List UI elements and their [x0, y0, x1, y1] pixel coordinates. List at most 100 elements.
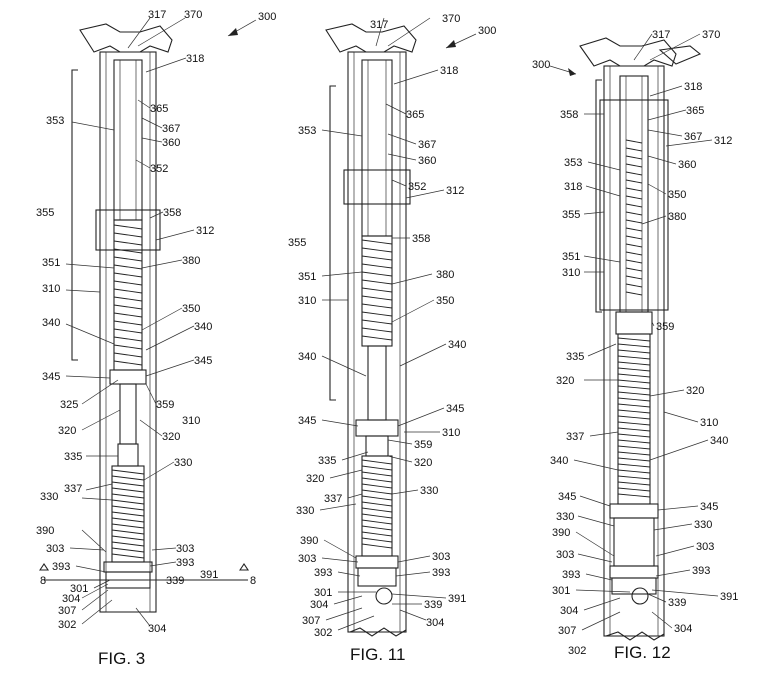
ref-label: 390 — [552, 527, 570, 539]
ref-label: 360 — [162, 137, 180, 149]
ref-label: 307 — [302, 615, 320, 627]
ref-label: 359 — [656, 321, 674, 333]
ref-label: 330 — [556, 511, 574, 523]
ref-label: 304 — [148, 623, 166, 635]
ref-label: 365 — [406, 109, 424, 121]
figure-caption: FIG. 3 — [98, 649, 145, 668]
ref-label: 330 — [174, 457, 192, 469]
ref-label: 303 — [46, 543, 64, 555]
figure-11-labels: 317 370 318 365 367 360 353 352 312 355 … — [288, 13, 496, 639]
ref-label: 304 — [310, 599, 328, 611]
ref-label: 310 — [182, 415, 200, 427]
spring-upper — [113, 219, 143, 371]
ref-label: 340 — [710, 435, 728, 447]
ref-label: 345 — [298, 415, 316, 427]
ref-label: 380 — [668, 211, 686, 223]
ref-label: 330 — [420, 485, 438, 497]
ref-label: 335 — [566, 351, 584, 363]
ref-label: 340 — [550, 455, 568, 467]
ref-label: 391 — [720, 591, 738, 603]
ref-label: 301 — [70, 583, 88, 595]
ref-label: 359 — [414, 439, 432, 451]
ref-label: 358 — [412, 233, 430, 245]
ref-label: 393 — [52, 561, 70, 573]
figure-caption: FIG. 12 — [614, 643, 671, 662]
ref-label: 393 — [432, 567, 450, 579]
ref-label: 391 — [448, 593, 466, 605]
ref-label: 340 — [298, 351, 316, 363]
ref-label: 365 — [150, 103, 168, 115]
ref-label: 312 — [446, 185, 464, 197]
ref-label: 352 — [408, 181, 426, 193]
ref-label: 312 — [714, 135, 732, 147]
ref-label: 370 — [702, 29, 720, 41]
ref-label: 393 — [314, 567, 332, 579]
ref-label: 310 — [700, 417, 718, 429]
ref-label: 393 — [692, 565, 710, 577]
ref-label: 367 — [418, 139, 436, 151]
ref-label: 320 — [414, 457, 432, 469]
ref-label: 353 — [564, 157, 582, 169]
spring-fig12-upper — [625, 139, 643, 296]
ref-label: 345 — [194, 355, 212, 367]
figure-ref: 300 — [532, 59, 550, 71]
ref-label: 317 — [148, 9, 166, 21]
ref-label: 353 — [46, 115, 64, 127]
ref-label: 380 — [436, 269, 454, 281]
ref-label: 303 — [432, 551, 450, 563]
ref-label: 367 — [162, 123, 180, 135]
ref-label: 320 — [306, 473, 324, 485]
ref-label: 358 — [560, 109, 578, 121]
ref-label: 390 — [300, 535, 318, 547]
figure-3 — [38, 17, 257, 627]
ref-label: 339 — [668, 597, 686, 609]
ref-label: 330 — [296, 505, 314, 517]
figure-12 — [549, 33, 719, 641]
ref-label: 370 — [442, 13, 460, 25]
ref-label: 301 — [552, 585, 570, 597]
ref-label: 303 — [298, 553, 316, 565]
ref-label: 303 — [176, 543, 194, 555]
figure-3-labels: 317 370 318 365 367 360 352 353 355 358 … — [36, 9, 276, 635]
ref-label: 393 — [176, 557, 194, 569]
ref-label: 355 — [562, 209, 580, 221]
spring-fig11 — [361, 235, 393, 347]
spring-fig12-lower — [617, 333, 651, 505]
spring-lower — [111, 465, 145, 563]
ref-label: 393 — [562, 569, 580, 581]
ref-label: 337 — [566, 431, 584, 443]
ref-label: 351 — [42, 257, 60, 269]
ref-label: 302 — [568, 645, 586, 657]
ref-label: 318 — [440, 65, 458, 77]
ref-label: 352 — [150, 163, 168, 175]
ref-label: 304 — [560, 605, 578, 617]
ref-label: 302 — [314, 627, 332, 639]
ref-label: 317 — [370, 19, 388, 31]
ref-label: 359 — [156, 399, 174, 411]
ref-label: 350 — [182, 303, 200, 315]
ref-label: 355 — [36, 207, 54, 219]
ref-label: 304 — [426, 617, 444, 629]
ref-label: 330 — [694, 519, 712, 531]
ref-label: 337 — [324, 493, 342, 505]
figure-11 — [319, 17, 477, 637]
figure-12-labels: 317 370 318 365 358 367 312 353 360 350 … — [532, 29, 738, 657]
ref-label: 320 — [556, 375, 574, 387]
figure-caption: FIG. 11 — [350, 645, 405, 664]
ref-label: 307 — [558, 625, 576, 637]
ref-label: 345 — [558, 491, 576, 503]
ref-label: 358 — [163, 207, 181, 219]
ref-label: 318 — [564, 181, 582, 193]
ref-label: 335 — [318, 455, 336, 467]
ref-label: 310 — [298, 295, 316, 307]
ref-label: 310 — [442, 427, 460, 439]
ref-label: 365 — [686, 105, 704, 117]
ref-label: 302 — [58, 619, 76, 631]
ref-label: 345 — [42, 371, 60, 383]
figure-ref: 300 — [478, 25, 496, 37]
ref-label: 345 — [700, 501, 718, 513]
ref-label: 304 — [674, 623, 692, 635]
spring-fig11-lower — [361, 455, 393, 557]
figure-ref: 300 — [258, 11, 276, 23]
ref-label: 380 — [182, 255, 200, 267]
